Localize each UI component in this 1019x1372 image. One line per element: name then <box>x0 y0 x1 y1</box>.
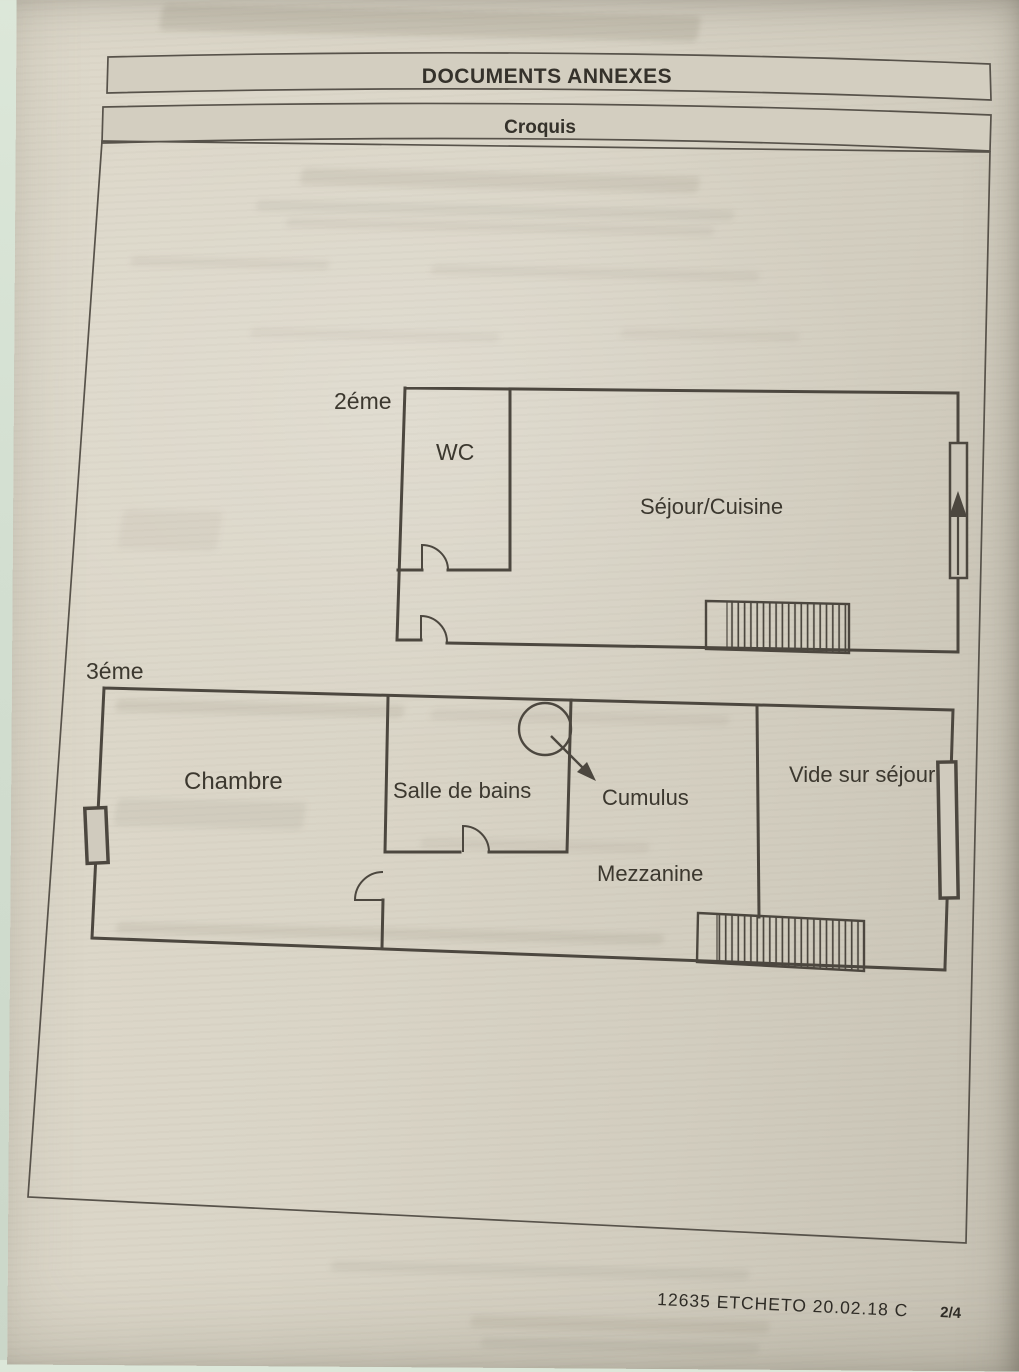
documents-annexes-banner <box>106 51 992 101</box>
chambre-partition-wall <box>380 695 390 950</box>
cumulus-arrow-icon <box>577 762 596 781</box>
salle-de-bains-label: Salle de bains <box>393 778 531 803</box>
croquis-frame <box>27 140 991 1244</box>
window-with-up-arrow <box>948 441 969 580</box>
second-floor-label: 2éme <box>334 388 392 414</box>
wc-label: WC <box>436 439 474 465</box>
third-floor-plan: 3éme Cha <box>82 658 960 973</box>
page-number: 2/4 <box>940 1304 962 1322</box>
cumulus-circle <box>517 701 573 757</box>
wc-partition-walls <box>395 388 512 642</box>
page-footer: 12635 ETCHETO 20.02.18 C 2/4 <box>657 1289 962 1322</box>
mezzanine-partition-wall <box>755 704 761 919</box>
wc-door-arc <box>421 543 449 571</box>
document-reference: 12635 ETCHETO 20.02.18 C <box>657 1289 909 1320</box>
documents-annexes-title: DOCUMENTS ANNEXES <box>422 65 672 88</box>
chambre-label: Chambre <box>184 768 283 795</box>
sejour-cuisine-label: Séjour/Cuisine <box>640 494 783 519</box>
cumulus-label: Cumulus <box>602 785 689 810</box>
salle-de-bains-walls <box>383 698 573 854</box>
mezzanine-label: Mezzanine <box>597 861 703 886</box>
vide-sur-sejour-window <box>936 760 960 900</box>
chambre-window <box>82 805 110 866</box>
salle-de-bains-door-arc <box>462 824 490 853</box>
up-arrow-icon <box>949 491 967 517</box>
entry-door-arc <box>420 614 448 643</box>
header: DOCUMENTS ANNEXES Croquis <box>101 51 992 152</box>
second-floor-exterior-walls <box>395 386 960 654</box>
cumulus-symbol <box>517 701 596 781</box>
vide-sur-sejour-label: Vide sur séjour <box>789 762 935 787</box>
staircase-second-floor <box>704 599 851 655</box>
staircase-third-floor <box>695 911 866 973</box>
croquis-title: Croquis <box>504 117 576 138</box>
chambre-door-arc <box>353 871 384 901</box>
second-floor-plan: 2éme WC Séjour/Cuisine <box>334 386 969 655</box>
third-floor-label: 3éme <box>86 658 144 684</box>
croquis-banner <box>101 102 992 152</box>
